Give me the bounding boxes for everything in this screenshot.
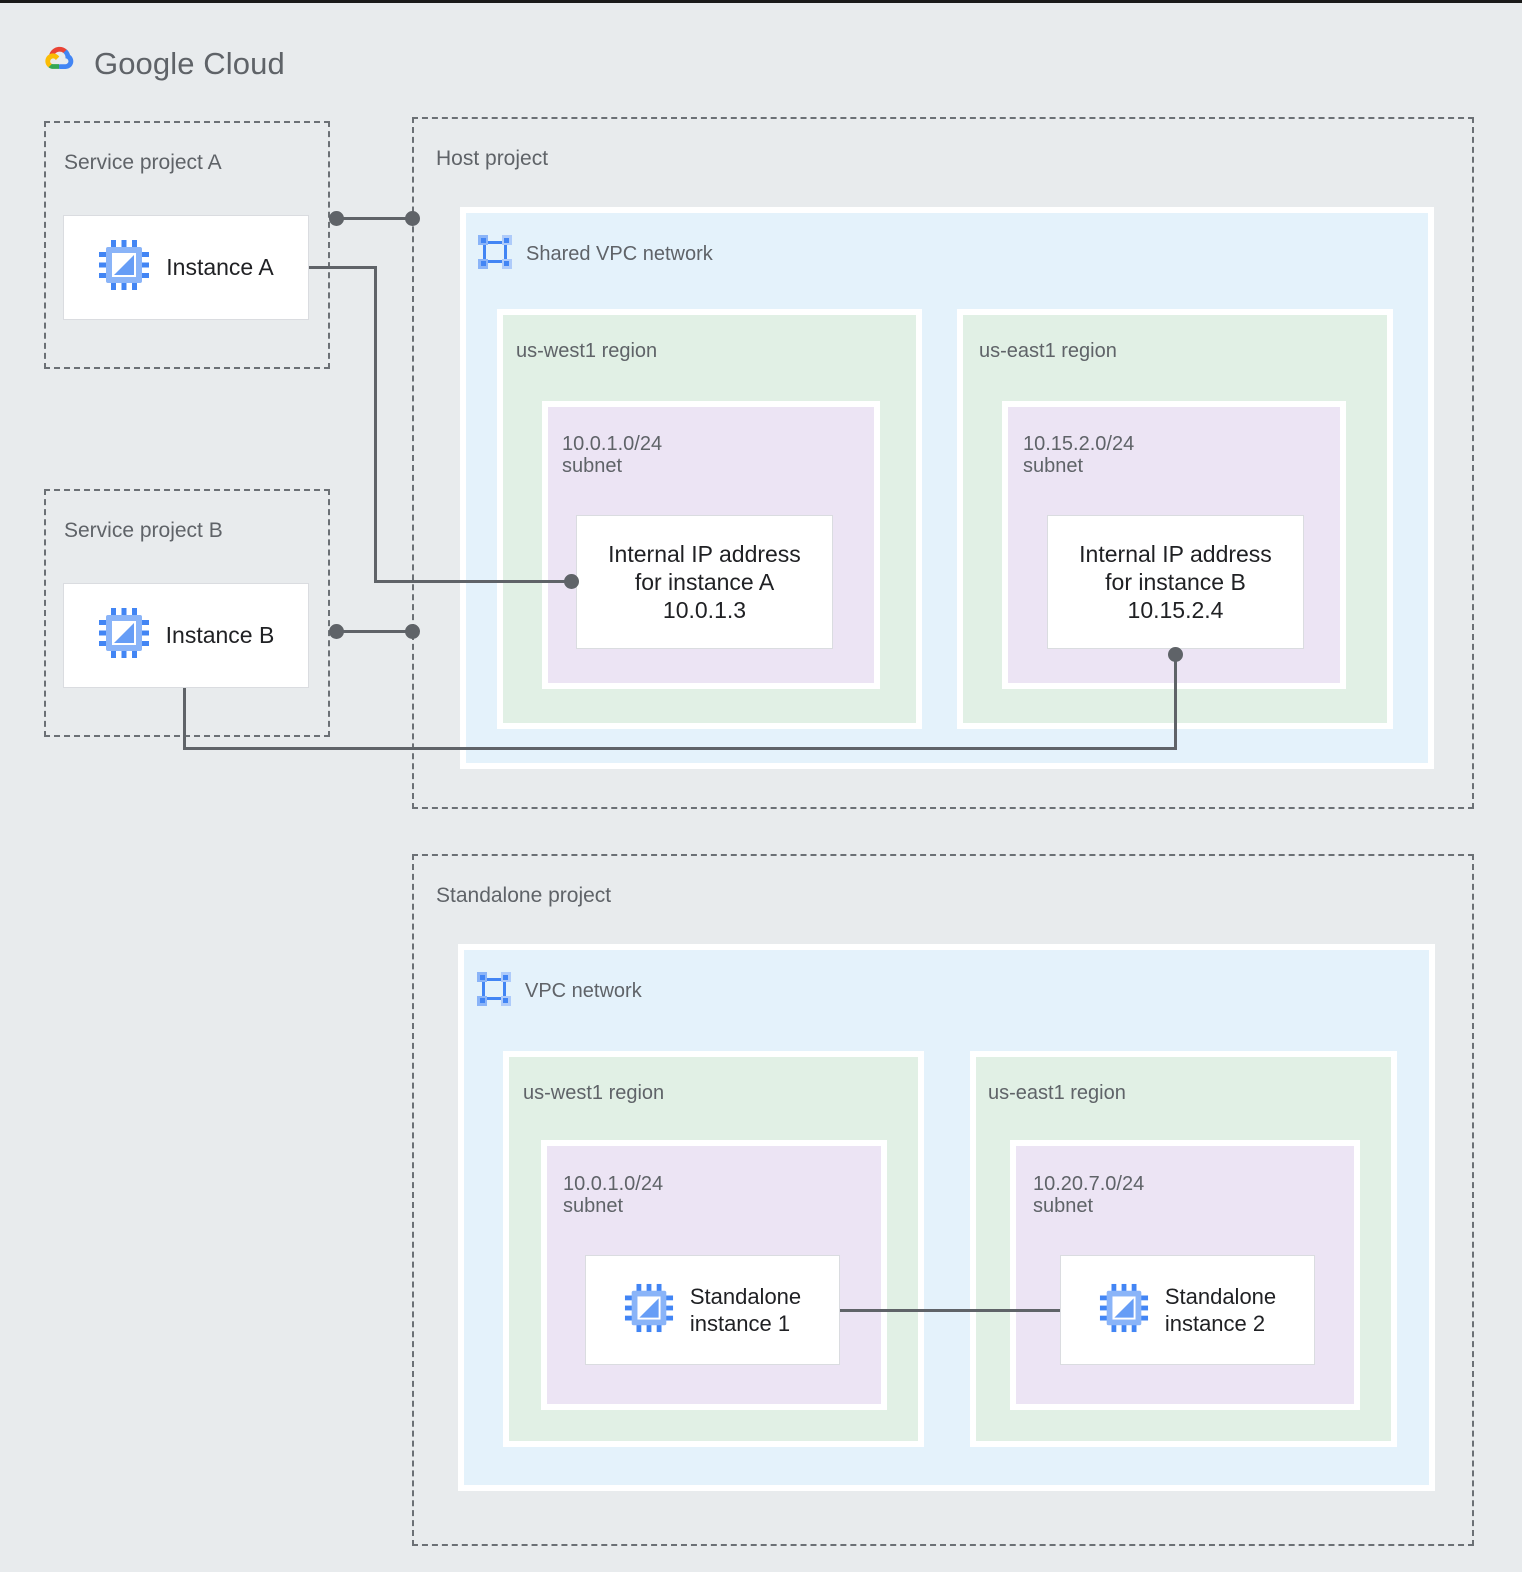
region-label-host-us-west1: us-west1 region xyxy=(516,340,658,362)
internal-ip-instance-b-card[interactable]: Internal IP address for instance B 10.15… xyxy=(1047,515,1304,649)
brand-name-light: Cloud xyxy=(203,45,285,81)
region-label-host-us-east1: us-east1 region xyxy=(979,340,1117,362)
cpu-instance-icon xyxy=(98,607,150,664)
project-label-host-project: Host project xyxy=(436,147,549,170)
standalone-instance-1-label: Standalone instance 1 xyxy=(689,1283,802,1336)
project-label-service-project-a: Service project A xyxy=(64,151,222,174)
project-label-standalone-project: Standalone project xyxy=(436,884,612,907)
edge-dot-internal-ip-a xyxy=(564,574,579,589)
brand-name-bold: Google xyxy=(94,45,195,81)
standalone-instance-2-card[interactable]: Standalone instance 2 xyxy=(1060,1255,1315,1365)
standalone-instance-1-card[interactable]: Standalone instance 1 xyxy=(585,1255,840,1365)
vpc-network-label: VPC network xyxy=(525,980,642,1003)
google-cloud-brand: Google Cloud xyxy=(36,39,285,88)
region-label-standalone-us-west1: us-west1 region xyxy=(523,1082,665,1104)
edge-dot-internal-ip-b xyxy=(1168,647,1183,662)
subnet-label-standalone-us-east1: 10.20.7.0/24 subnet xyxy=(1033,1173,1145,1218)
edge-dot-host-b xyxy=(405,624,420,639)
vpc-network-icon xyxy=(477,972,511,1011)
edge-service-a-to-host xyxy=(336,217,414,220)
subnet-label-host-us-east1: 10.15.2.0/24 subnet xyxy=(1023,433,1135,478)
vpc-network-header: VPC network xyxy=(477,972,642,1011)
edge-dot-service-b xyxy=(329,624,344,639)
edge-instance-b-across xyxy=(183,747,1177,750)
edge-dot-host-a xyxy=(405,211,420,226)
instance-a-label: Instance A xyxy=(166,254,274,281)
subnet-label-host-us-west1: 10.0.1.0/24 subnet xyxy=(562,433,663,478)
internal-ip-instance-b-text: Internal IP address for instance B 10.15… xyxy=(1079,540,1272,624)
edge-standalone-1-to-2 xyxy=(840,1309,1060,1312)
project-service-project-a xyxy=(44,121,330,369)
instance-b-card[interactable]: Instance B xyxy=(63,583,309,688)
cpu-instance-icon xyxy=(624,1283,674,1338)
edge-instance-a-out xyxy=(309,266,377,269)
subnet-label-standalone-us-west1: 10.0.1.0/24 subnet xyxy=(563,1173,664,1218)
brand-label: Google Cloud xyxy=(94,46,285,82)
edge-instance-b-up xyxy=(1174,653,1177,748)
shared-vpc-network-label: Shared VPC network xyxy=(526,243,713,266)
instance-a-card[interactable]: Instance A xyxy=(63,215,309,320)
standalone-instance-2-label: Standalone instance 2 xyxy=(1164,1283,1277,1336)
edge-instance-a-into-subnet xyxy=(374,580,572,583)
region-label-standalone-us-east1: us-east1 region xyxy=(988,1082,1126,1104)
cpu-instance-icon xyxy=(98,239,150,296)
instance-b-label: Instance B xyxy=(165,622,275,649)
vpc-network-icon xyxy=(478,235,512,274)
edge-instance-a-down xyxy=(374,266,377,582)
shared-vpc-network-header: Shared VPC network xyxy=(478,235,713,274)
project-host-project xyxy=(412,117,1474,809)
edge-instance-b-down xyxy=(183,688,186,750)
cpu-instance-icon xyxy=(1099,1283,1149,1338)
project-label-service-project-b: Service project B xyxy=(64,519,223,542)
internal-ip-instance-a-text: Internal IP address for instance A 10.0.… xyxy=(608,540,801,624)
edge-service-b-to-host xyxy=(336,630,414,633)
google-cloud-logo-icon xyxy=(36,39,80,88)
edge-dot-service-a xyxy=(329,211,344,226)
internal-ip-instance-a-card[interactable]: Internal IP address for instance A 10.0.… xyxy=(576,515,833,649)
project-standalone-project xyxy=(412,854,1474,1546)
project-service-project-b xyxy=(44,489,330,737)
